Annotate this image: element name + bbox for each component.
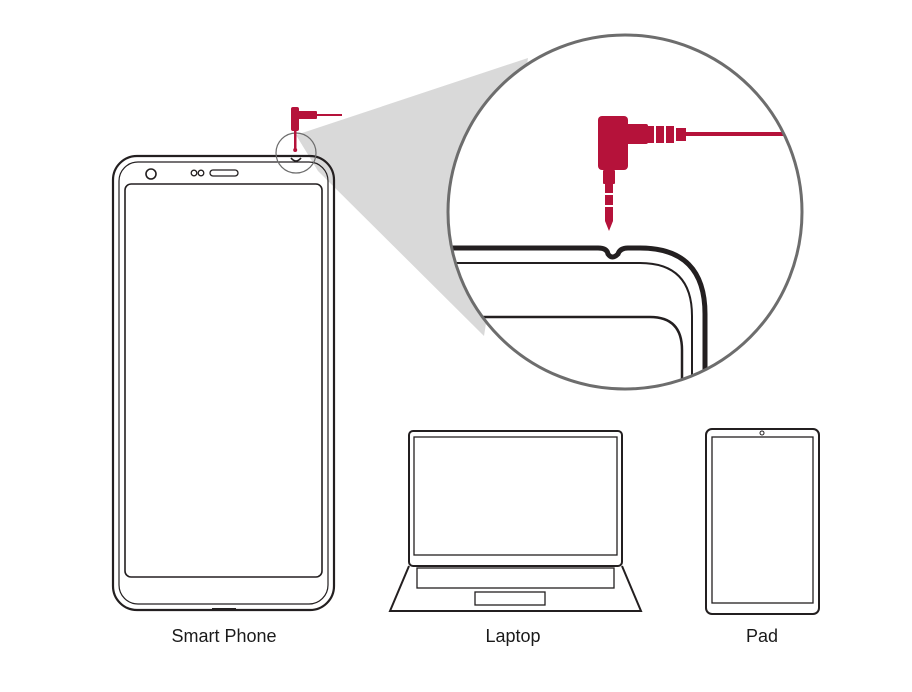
- tablet-icon: [705, 428, 820, 615]
- smart-phone-label: Smart Phone: [171, 626, 277, 646]
- smartphone-icon: [111, 132, 336, 612]
- headphone-jack-plug-icon: [291, 107, 342, 152]
- magnifier-icon: [446, 33, 804, 391]
- laptop-label: Laptop: [485, 626, 541, 646]
- laptop-icon: [388, 430, 643, 612]
- pad-label: Pad: [745, 626, 779, 646]
